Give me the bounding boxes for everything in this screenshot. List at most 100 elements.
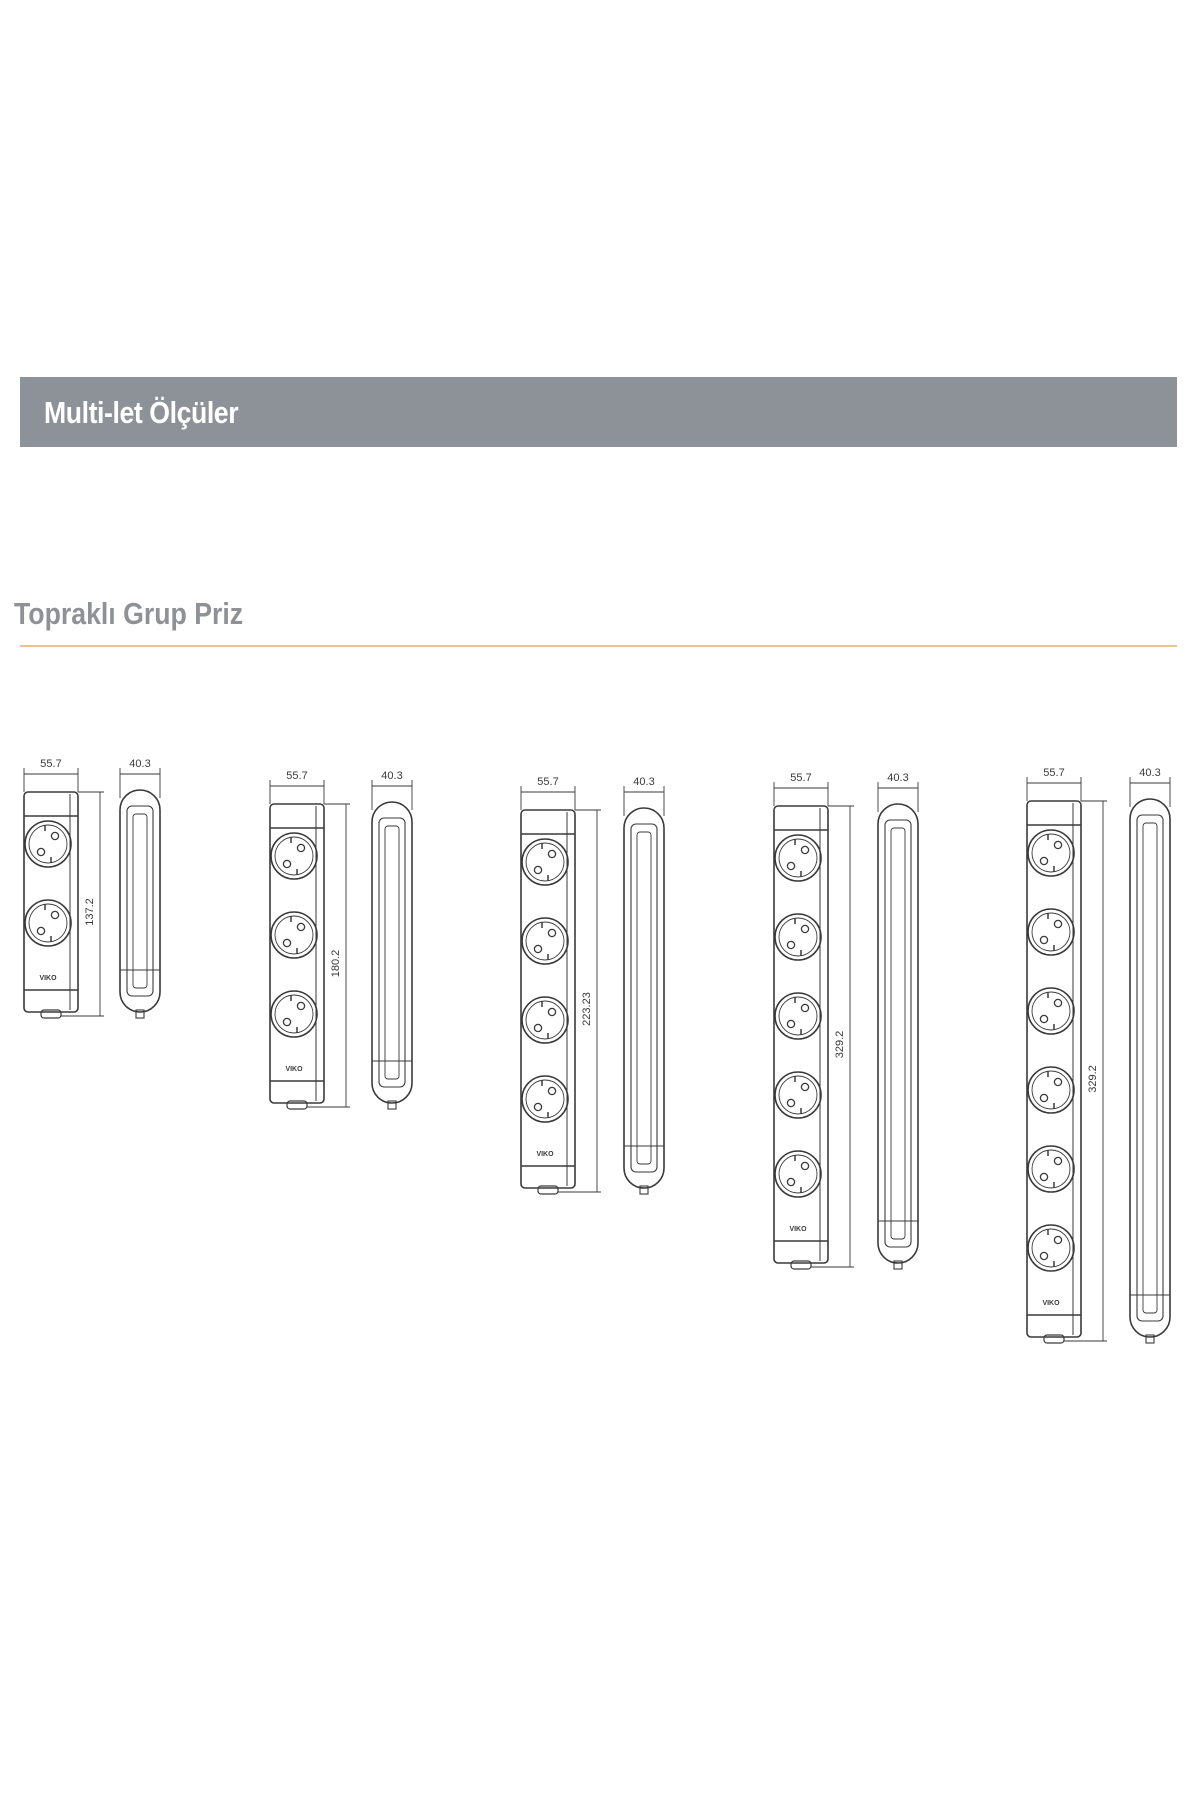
product-5-socket-pin-right — [1053, 998, 1063, 1008]
product-4-socket-inner — [778, 1075, 818, 1115]
product-4-length-label: 329.2 — [834, 1031, 846, 1059]
product-5-socket-pin-left — [1039, 1251, 1049, 1261]
product-4-side-groove-inner — [890, 827, 906, 1240]
product-5-socket-outer — [1027, 908, 1075, 956]
product-4-front-body — [773, 805, 829, 1264]
product-1-cable-exit — [40, 1009, 62, 1019]
product-2-logo: VIKO — [285, 1066, 303, 1073]
product-1-socket-outer — [24, 899, 72, 947]
product-2-socket-pin-left — [282, 938, 292, 948]
product-1-depth-label: 40.3 — [129, 758, 150, 770]
product-5-side-cable — [1145, 1334, 1155, 1344]
product-2-length-label: 180.2 — [330, 950, 342, 978]
product-4-socket-inner — [778, 917, 818, 957]
product-3-side-groove-inner — [636, 831, 652, 1165]
product-5-width-label: 55.7 — [1043, 767, 1064, 779]
product-2-socket-pin-left — [282, 859, 292, 869]
product-4-socket-inner — [778, 996, 818, 1036]
product-5-socket-pin-right — [1053, 1156, 1063, 1166]
product-3-logo: VIKO — [536, 1151, 554, 1158]
product-1-socket-inner — [28, 903, 68, 943]
product-4-cable-exit — [790, 1260, 812, 1270]
product-5-socket-outer — [1027, 1224, 1075, 1272]
product-4-socket-pin-left — [786, 1177, 796, 1187]
product-2-socket-inner — [274, 915, 314, 955]
product-3-socket-pin-right — [547, 1007, 557, 1017]
product-1-width-label: 55.7 — [40, 758, 61, 770]
product-3-side-cable — [639, 1185, 649, 1195]
product-5-socket-outer — [1027, 829, 1075, 877]
product-4-socket-pin-right — [800, 1003, 810, 1013]
product-1-front-body — [23, 791, 79, 1013]
product-4-socket-outer — [774, 1150, 822, 1198]
product-5-side-groove-inner — [1142, 822, 1158, 1314]
product-2-socket-pin-right — [296, 1001, 306, 1011]
product-2-socket-outer — [270, 832, 318, 880]
product-4-socket-pin-right — [800, 1161, 810, 1171]
product-5-socket-inner — [1031, 1149, 1071, 1189]
product-4-depth-label: 40.3 — [887, 772, 908, 784]
product-5-side-body — [1129, 798, 1171, 1338]
product-2-side-body — [371, 801, 413, 1104]
product-3-socket-outer — [521, 838, 569, 886]
product-3-socket-inner — [525, 842, 565, 882]
product-2-width-label: 55.7 — [286, 770, 307, 782]
product-2-side-groove-outer — [378, 817, 406, 1088]
product-1-side-groove-inner — [132, 813, 148, 989]
product-2-cable-exit — [286, 1100, 308, 1110]
product-1-socket-outer — [24, 820, 72, 868]
section-title: Topraklı Grup Priz — [14, 596, 244, 631]
product-3-front-body — [520, 809, 576, 1189]
product-5-socket-inner — [1031, 912, 1071, 952]
product-4-socket-pin-right — [800, 1082, 810, 1092]
product-3-socket-inner — [525, 1000, 565, 1040]
product-3-side-groove-outer — [630, 823, 658, 1173]
product-3-socket-inner — [525, 921, 565, 961]
product-3-socket-pin-right — [547, 1086, 557, 1096]
product-2-socket-outer — [270, 990, 318, 1038]
product-1-side-groove-outer — [126, 805, 154, 997]
product-2-socket-pin-right — [296, 922, 306, 932]
product-3-socket-pin-right — [547, 928, 557, 938]
product-3-socket-pin-right — [547, 849, 557, 859]
product-5-front-body — [1026, 800, 1082, 1338]
product-4-socket-pin-left — [786, 1098, 796, 1108]
product-5-socket-pin-left — [1039, 1093, 1049, 1103]
product-2-depth-label: 40.3 — [381, 770, 402, 782]
product-4-socket-inner — [778, 1154, 818, 1194]
product-1-socket-pin-right — [50, 831, 60, 841]
product-4-socket-outer — [774, 834, 822, 882]
product-5-socket-inner — [1031, 833, 1071, 873]
product-5-side-groove-outer — [1136, 814, 1164, 1322]
product-3-socket-pin-left — [533, 865, 543, 875]
product-4-socket-pin-right — [800, 924, 810, 934]
product-5-socket-outer — [1027, 1066, 1075, 1114]
product-4-socket-outer — [774, 1071, 822, 1119]
product-1-side-body — [119, 789, 161, 1013]
product-2-socket-pin-right — [296, 843, 306, 853]
product-5-socket-pin-left — [1039, 1014, 1049, 1024]
product-5-socket-pin-left — [1039, 856, 1049, 866]
product-3-socket-pin-left — [533, 1023, 543, 1033]
product-5-socket-inner — [1031, 1070, 1071, 1110]
product-5-socket-outer — [1027, 1145, 1075, 1193]
product-3-width-label: 55.7 — [537, 776, 558, 788]
product-4-socket-outer — [774, 992, 822, 1040]
product-3-socket-pin-left — [533, 1102, 543, 1112]
product-4-socket-pin-right — [800, 845, 810, 855]
product-1-socket-pin-left — [36, 926, 46, 936]
product-4-side-groove-outer — [884, 819, 912, 1248]
product-5-socket-pin-right — [1053, 1077, 1063, 1087]
product-1-socket-pin-left — [36, 847, 46, 857]
product-1-logo: VIKO — [39, 975, 57, 982]
product-4-socket-pin-left — [786, 1019, 796, 1029]
product-3-socket-outer — [521, 996, 569, 1044]
product-4-logo: VIKO — [789, 1226, 807, 1233]
product-1-socket-pin-right — [50, 910, 60, 920]
product-5-socket-pin-left — [1039, 1172, 1049, 1182]
product-5-socket-inner — [1031, 1228, 1071, 1268]
product-2-socket-inner — [274, 836, 314, 876]
product-4-socket-inner — [778, 838, 818, 878]
product-3-socket-pin-left — [533, 944, 543, 954]
product-5-logo: VIKO — [1042, 1300, 1060, 1307]
